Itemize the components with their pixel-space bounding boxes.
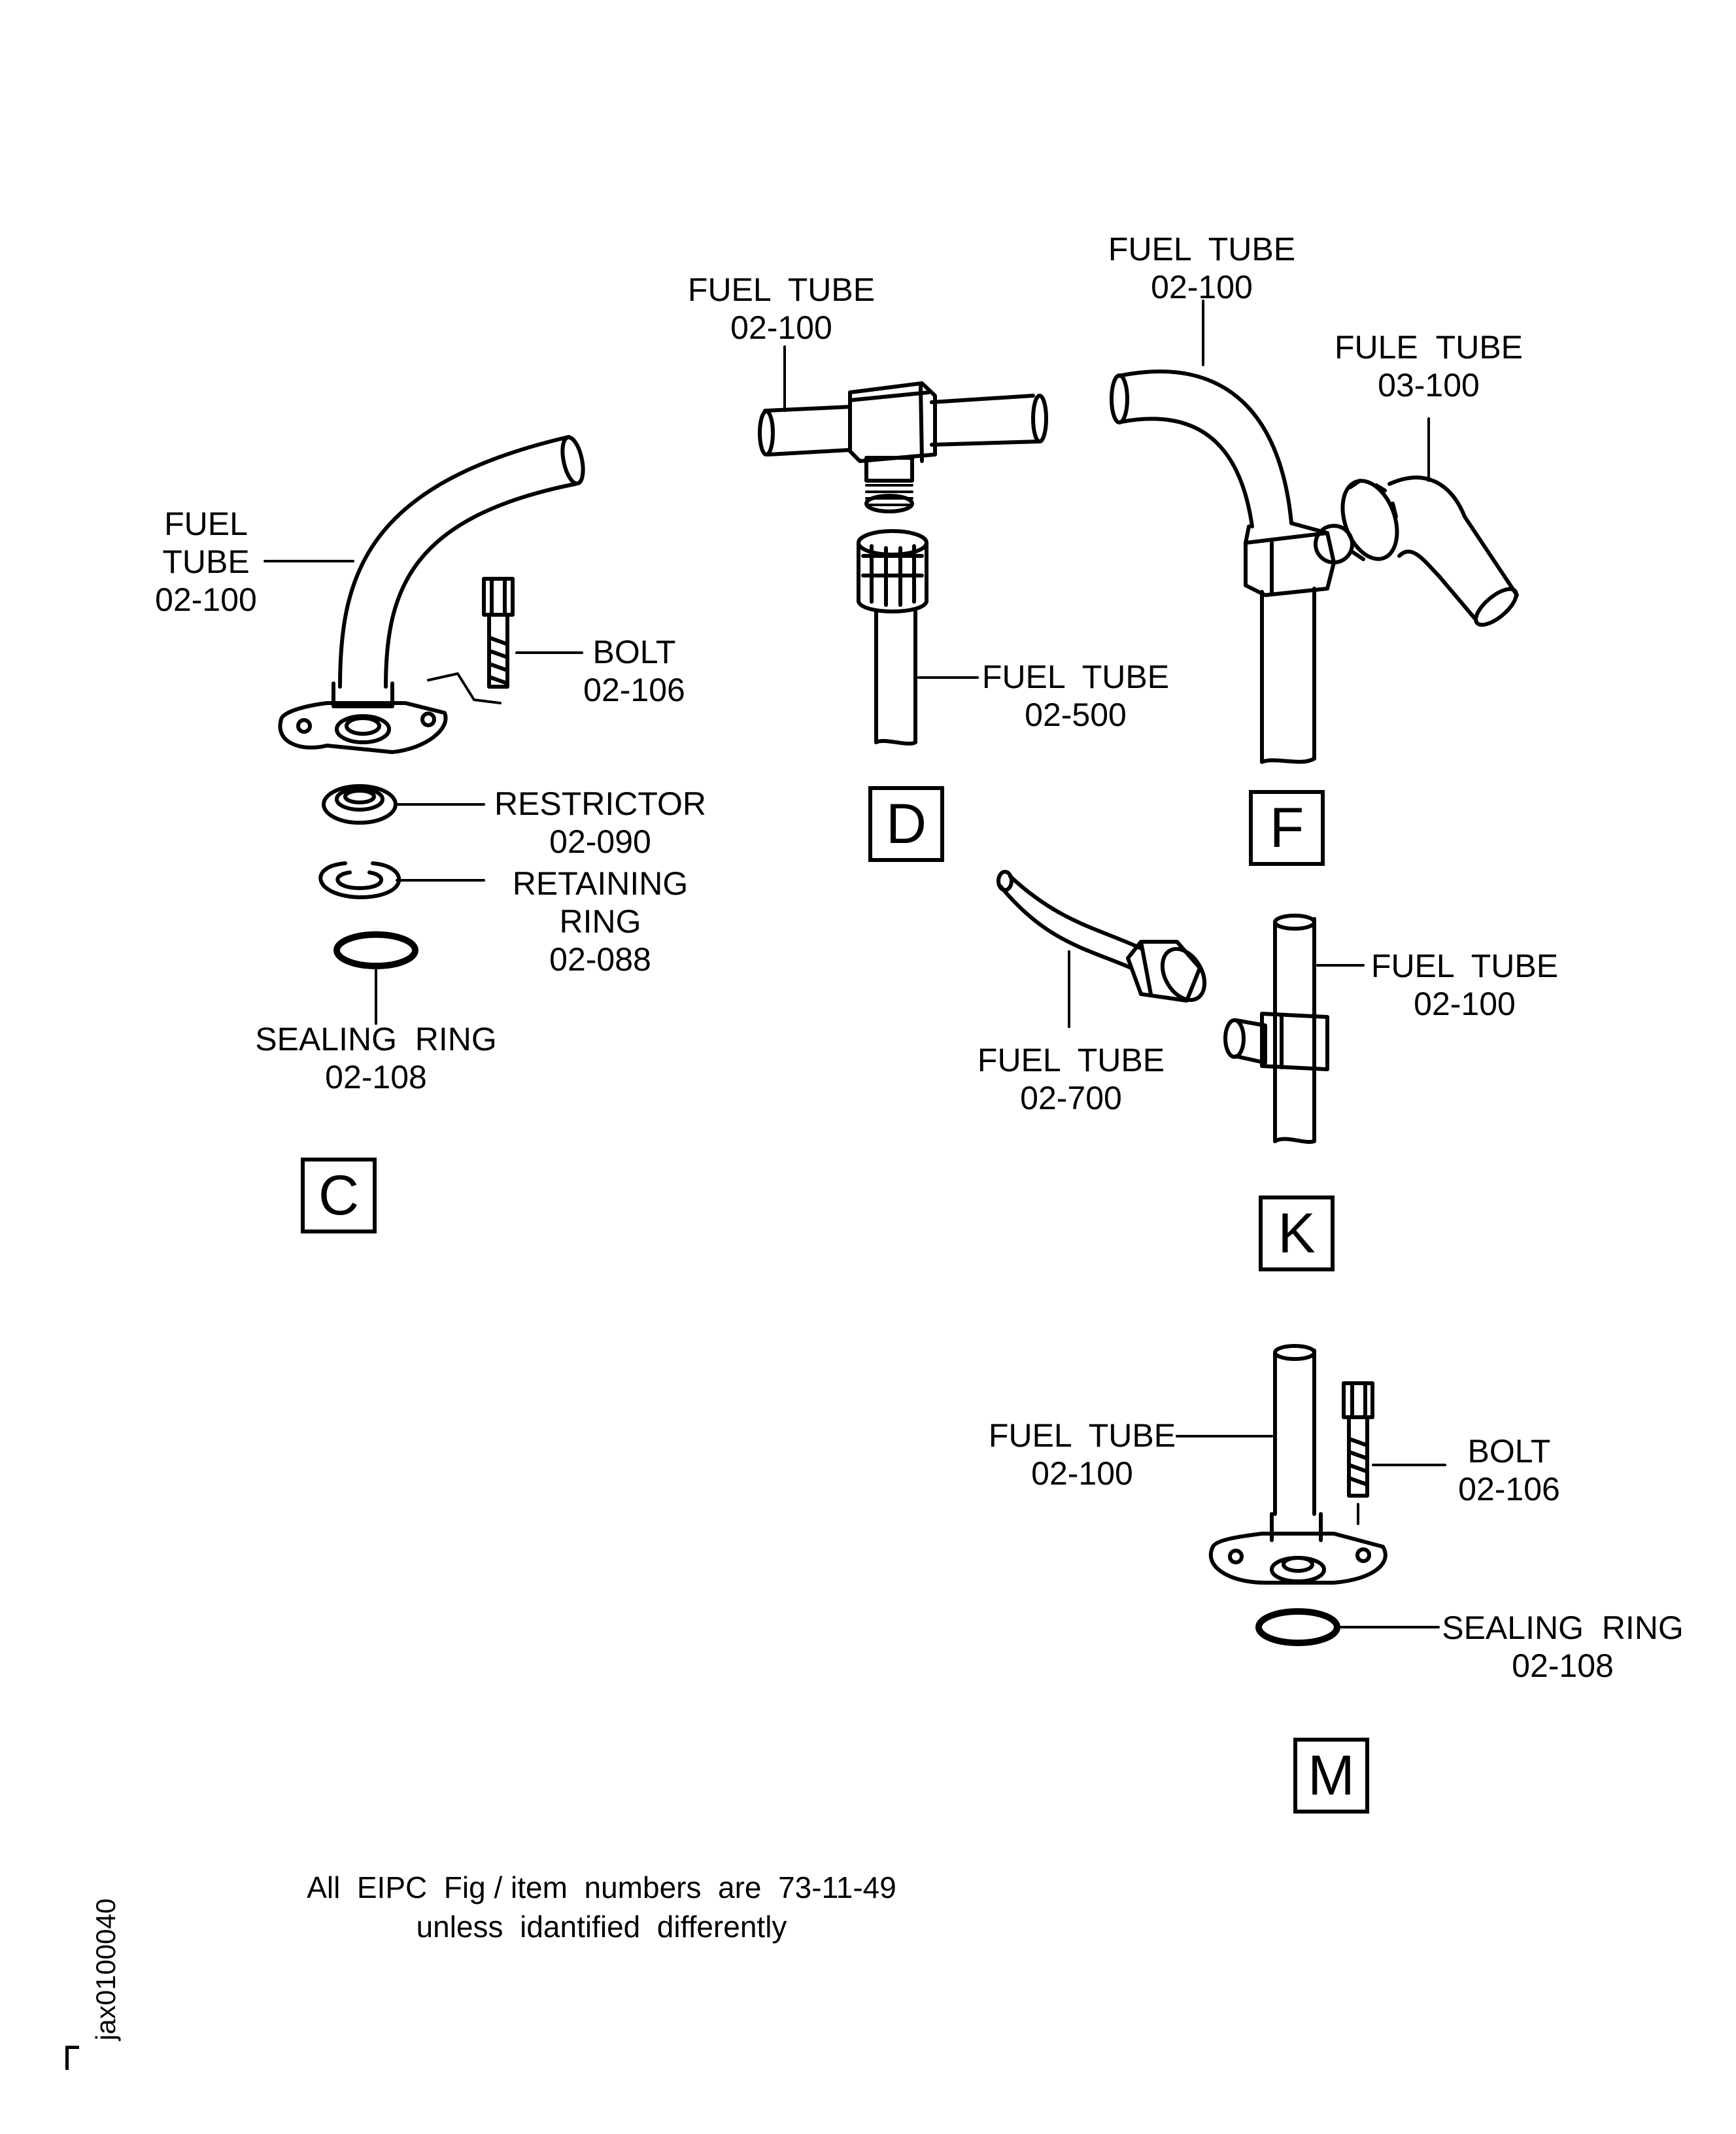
k-fuel-tube-100-label: FUEL TUBE 02-100 <box>1371 947 1558 1023</box>
f-fule-tube-label: FULE TUBE 03-100 <box>1335 328 1523 404</box>
d-fuel-tube-lower-name: FUEL TUBE <box>981 659 1170 695</box>
view-d-tee <box>850 383 935 461</box>
view-c-drawing <box>265 436 587 1024</box>
m-bolt-number: 02-106 <box>1458 1471 1560 1507</box>
f-fuel-tube-number: 02-100 <box>1151 269 1253 305</box>
d-fuel-tube-top-number: 02-100 <box>730 309 832 346</box>
m-bolt-name: BOLT <box>1467 1433 1551 1470</box>
c-retaining-ring-number: 02-088 <box>549 941 651 978</box>
m-sealing-ring-label: SEALING RING 02-108 <box>1442 1609 1684 1685</box>
c-fuel-tube-line2: TUBE <box>162 543 250 580</box>
view-f-drawing <box>1112 301 1522 762</box>
view-c-bolt <box>484 579 513 687</box>
eipc-note-line2: unless idantified differently <box>416 1910 787 1944</box>
f-fuel-tube-label: FUEL TUBE 02-100 <box>1108 230 1295 306</box>
k-fuel-tube-100-name: FUEL TUBE <box>1370 948 1559 984</box>
d-fuel-tube-lower-label: FUEL TUBE 02-500 <box>982 658 1169 734</box>
view-k-drawing <box>998 872 1363 1142</box>
c-restrictor-name: RESTRICTOR <box>494 785 707 822</box>
f-fule-tube-name: FULE TUBE <box>1334 329 1523 366</box>
c-restrictor-label: RESTRICTOR 02-090 <box>494 785 706 861</box>
view-m-fuel-tube <box>1275 1351 1314 1514</box>
view-k-fuel-tube-700 <box>1000 886 1131 968</box>
view-f-tag: F <box>1249 790 1325 866</box>
view-c-fuel-tube <box>340 437 569 687</box>
figure-id: jax0100040 <box>90 1898 121 2040</box>
c-sealing-ring-number: 02-108 <box>325 1059 427 1095</box>
c-bolt-name: BOLT <box>592 634 676 670</box>
c-sealing-ring-name: SEALING RING <box>255 1021 497 1058</box>
view-m-tag: M <box>1293 1738 1369 1814</box>
view-d-fuel-tube-500 <box>876 611 915 742</box>
c-fuel-tube-number: 02-100 <box>155 581 257 618</box>
k-fuel-tube-100-number: 02-100 <box>1414 986 1516 1022</box>
c-retaining-ring-line1: RETAINING <box>512 865 689 902</box>
d-fuel-tube-lower-number: 02-500 <box>1025 697 1127 733</box>
c-bolt-number: 02-106 <box>583 672 685 708</box>
view-c-retaining-ring <box>320 863 399 897</box>
m-fuel-tube-name: FUEL TUBE <box>988 1417 1176 1454</box>
m-bolt-label: BOLT 02-106 <box>1458 1432 1560 1508</box>
c-retaining-ring-label: RETAINING RING 02-088 <box>513 865 689 978</box>
view-d-tag: D <box>868 786 944 862</box>
view-m-drawing <box>1177 1346 1445 1643</box>
c-restrictor-number: 02-090 <box>549 823 651 860</box>
m-sealing-ring-number: 02-108 <box>1512 1647 1614 1684</box>
view-m-bolt <box>1344 1383 1372 1524</box>
view-f-fule-tube <box>1333 473 1522 631</box>
figure-corner-mark <box>65 2046 79 2070</box>
k-fuel-tube-700-number: 02-700 <box>1020 1080 1122 1116</box>
k-fuel-tube-700-label: FUEL TUBE 02-700 <box>978 1041 1165 1117</box>
view-c-restrictor <box>324 786 396 823</box>
f-fule-tube-number: 03-100 <box>1378 367 1480 404</box>
eipc-note: All EIPC Fig / item numbers are 73-11-49… <box>307 1868 896 1946</box>
c-fuel-tube-label: FUEL TUBE 02-100 <box>155 505 257 619</box>
view-d-drawing <box>760 347 1046 744</box>
view-m-sealing-ring <box>1259 1611 1337 1643</box>
m-fuel-tube-number: 02-100 <box>1031 1455 1133 1492</box>
eipc-note-line1: All EIPC Fig / item numbers are 73-11-49 <box>307 1870 896 1904</box>
view-c-flange <box>280 703 445 752</box>
view-c-tag: C <box>301 1158 377 1233</box>
m-sealing-ring-name: SEALING RING <box>1442 1609 1684 1646</box>
d-fuel-tube-top-label: FUEL TUBE 02-100 <box>688 271 875 347</box>
view-d-coupling-nut <box>859 531 927 611</box>
view-k-fuel-tube-100 <box>1275 919 1314 1141</box>
view-m-flange <box>1211 1534 1386 1583</box>
c-retaining-ring-line2: RING <box>559 903 641 940</box>
view-c-sealing-ring <box>337 935 415 966</box>
c-bolt-label: BOLT 02-106 <box>583 633 685 709</box>
f-fuel-tube-name: FUEL TUBE <box>1108 231 1296 267</box>
c-fuel-tube-line1: FUEL <box>164 506 248 542</box>
c-sealing-ring-label: SEALING RING 02-108 <box>255 1020 497 1096</box>
k-fuel-tube-700-name: FUEL TUBE <box>977 1042 1165 1078</box>
m-fuel-tube-label: FUEL TUBE 02-100 <box>989 1417 1176 1492</box>
d-fuel-tube-top-name: FUEL TUBE <box>687 271 876 308</box>
view-k-tag: K <box>1259 1196 1335 1271</box>
view-f-fuel-tube <box>1118 371 1291 523</box>
